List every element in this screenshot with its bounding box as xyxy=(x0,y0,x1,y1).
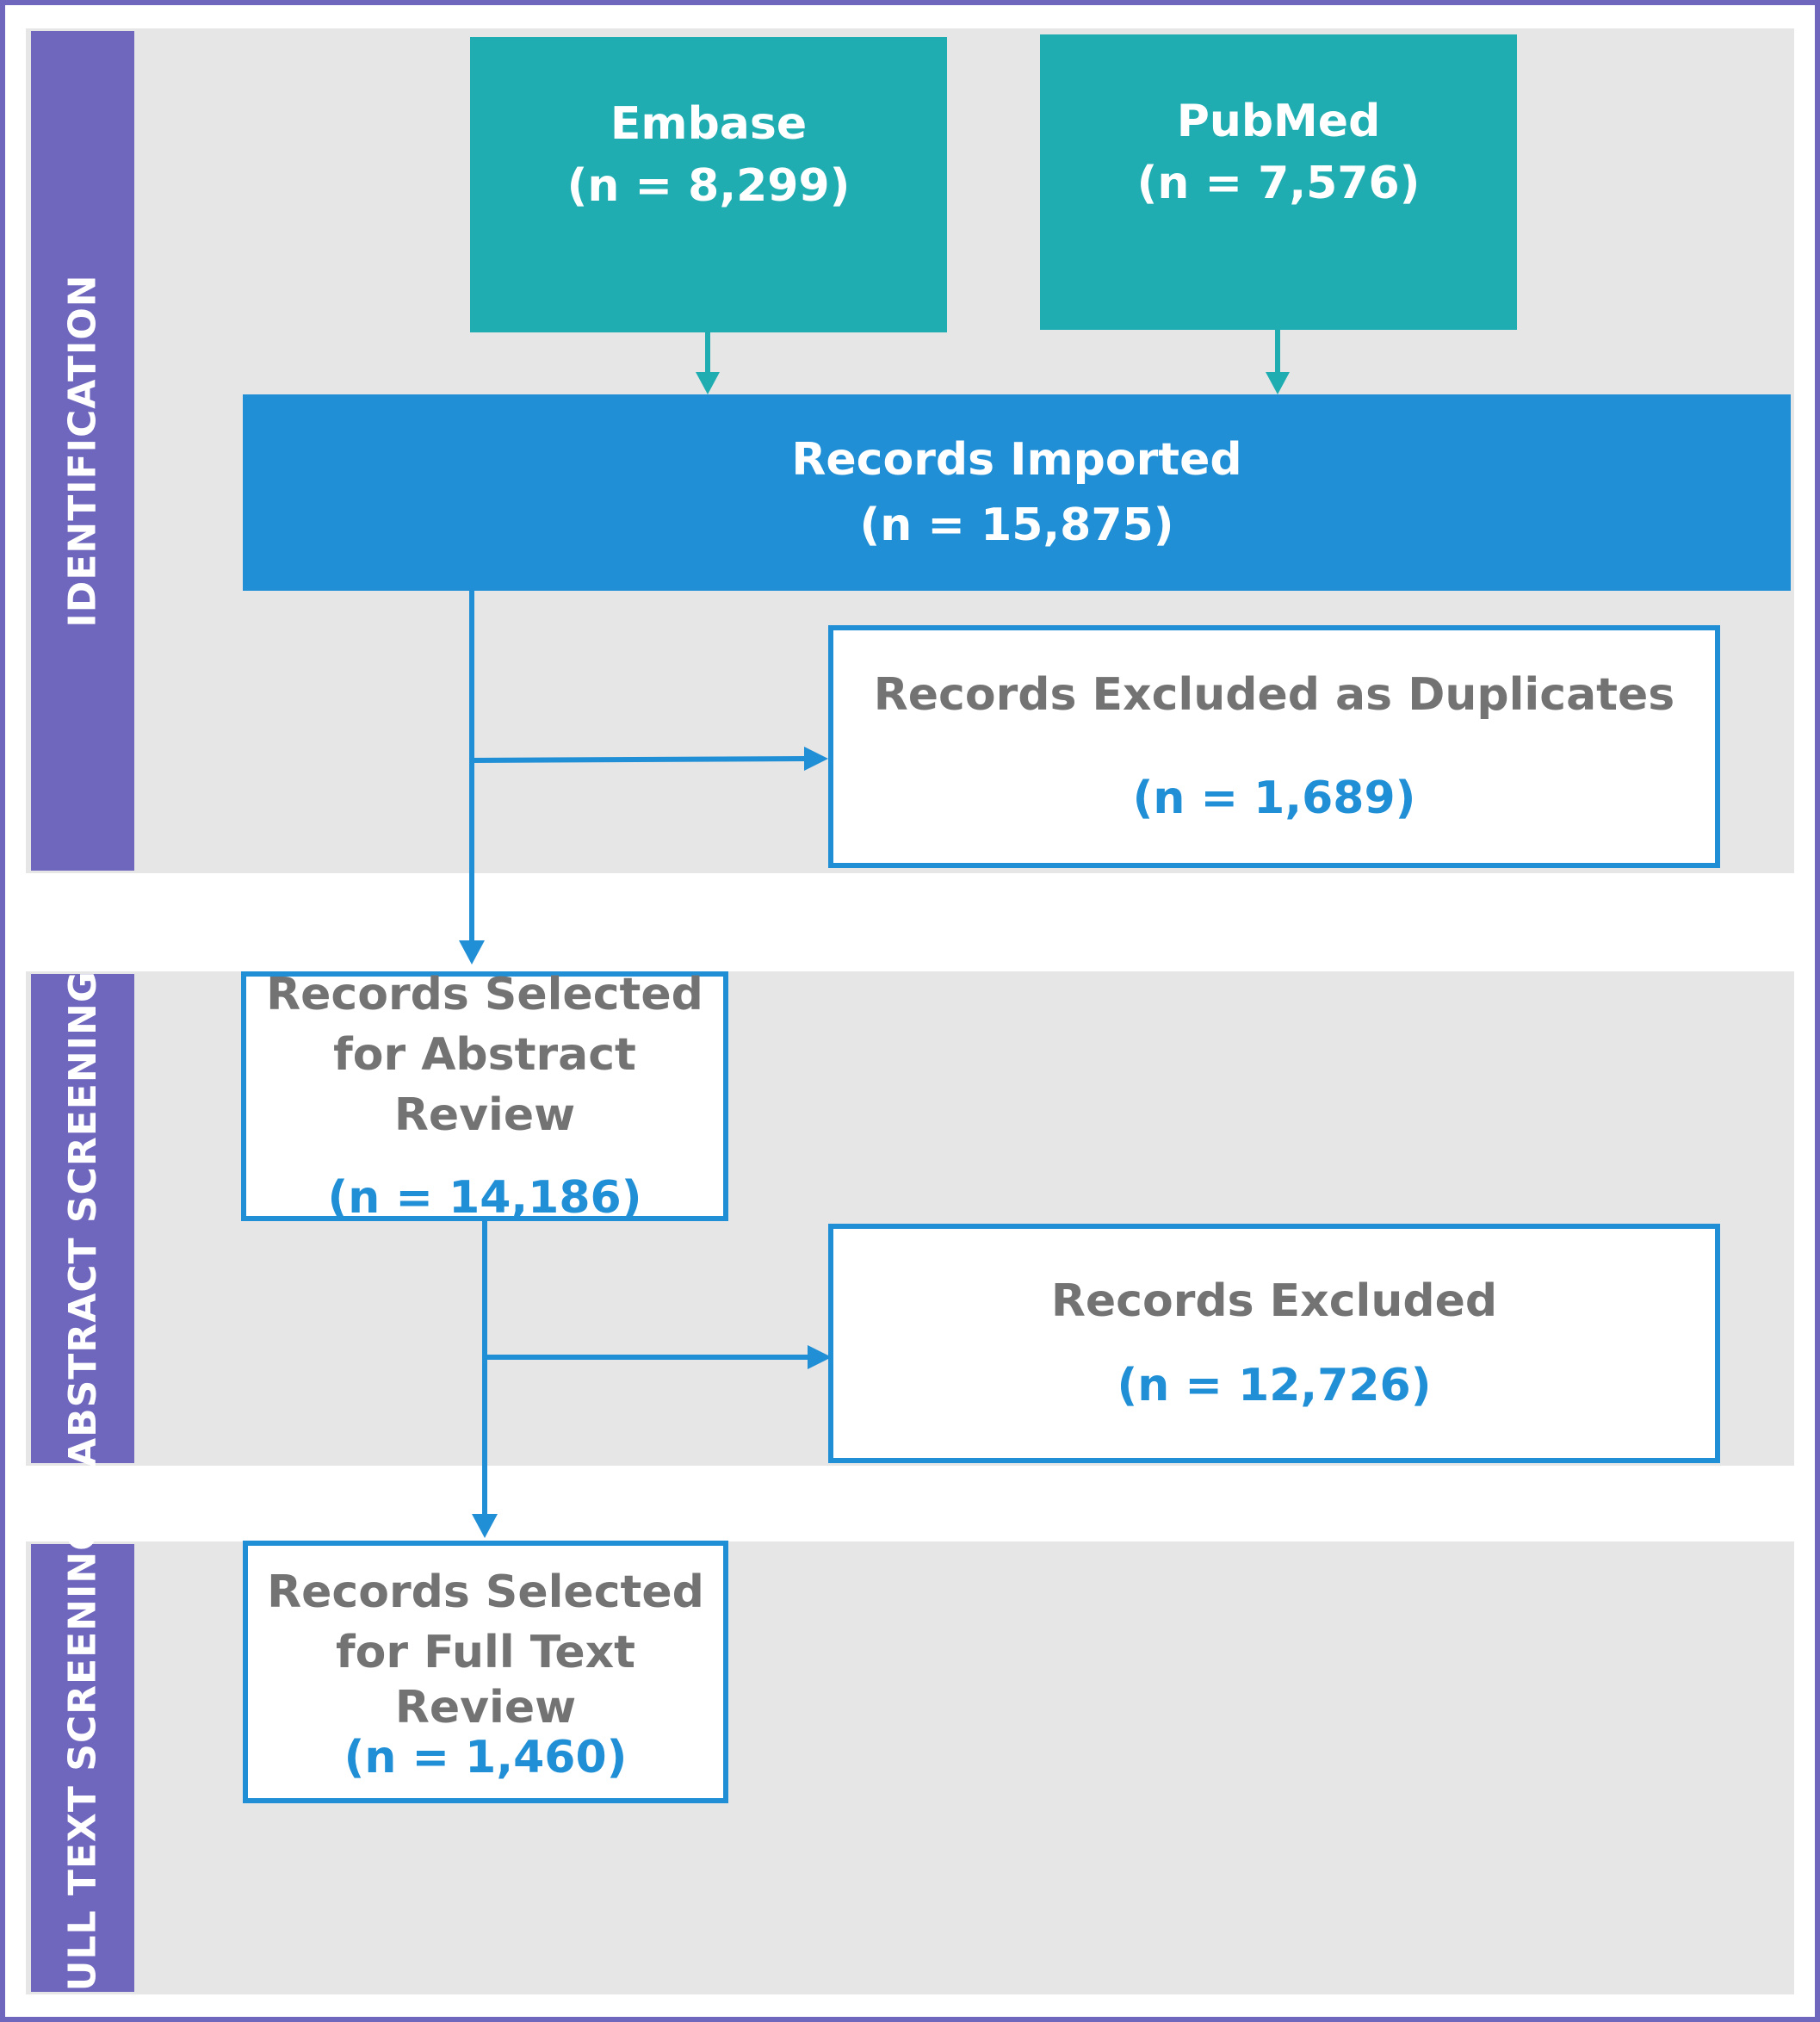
embase-to-imported-arrow xyxy=(696,332,720,394)
records-excluded-label: Records Excluded xyxy=(1050,1275,1498,1327)
duplicates-excluded-label: Records Excluded as Duplicates xyxy=(873,669,1675,721)
embase-count: (n = 8,299) xyxy=(566,159,851,212)
to-duplicates-arrow xyxy=(471,747,828,771)
imported-to-abstract-arrow xyxy=(459,591,485,964)
duplicates-excluded-count: (n = 1,689) xyxy=(1132,772,1416,824)
records-imported-label: Records Imported xyxy=(791,434,1242,486)
abstract-review-count: (n = 14,186) xyxy=(327,1172,642,1224)
full-text-review-box: Records Selected for Full Text Review (n… xyxy=(243,1541,728,1803)
full-text-screening-phase-bar: FULL TEXT SCREENING xyxy=(31,1518,134,2018)
embase-box: Embase (n = 8,299) xyxy=(470,37,947,332)
pubmed-box: PubMed (n = 7,576) xyxy=(1040,34,1517,330)
abstract-screening-phase-bar: ABSTRACT SCREENING xyxy=(31,971,134,1467)
abstract-review-line1: Records Selected xyxy=(266,969,703,1020)
records-imported-count: (n = 15,875) xyxy=(859,499,1174,551)
full-text-review-line1: Records Selected xyxy=(267,1566,704,1618)
full-text-review-line2: for Full Text xyxy=(335,1626,636,1678)
records-excluded-count: (n = 12,726) xyxy=(1117,1360,1432,1411)
full-text-review-count: (n = 1,460) xyxy=(344,1731,628,1783)
abstract-review-line2: for Abstract Review xyxy=(333,1029,636,1141)
to-excluded-arrow xyxy=(485,1345,832,1369)
records-imported-box: Records Imported (n = 15,875) xyxy=(243,394,1791,591)
abstract-to-fulltext-arrow xyxy=(472,1221,498,1538)
identification-phase-bar: IDENTIFICATION xyxy=(31,31,134,871)
pubmed-name: PubMed xyxy=(1176,95,1381,147)
full-text-review-line3: Review xyxy=(394,1681,577,1734)
abstract-review-box: Records Selected for Abstract Review (n … xyxy=(241,969,728,1224)
duplicates-excluded-box: Records Excluded as Duplicates (n = 1,68… xyxy=(828,625,1720,868)
embase-name: Embase xyxy=(610,97,808,150)
records-excluded-box: Records Excluded (n = 12,726) xyxy=(828,1224,1720,1463)
pubmed-to-imported-arrow xyxy=(1266,330,1290,394)
pubmed-count: (n = 7,576) xyxy=(1136,157,1421,209)
